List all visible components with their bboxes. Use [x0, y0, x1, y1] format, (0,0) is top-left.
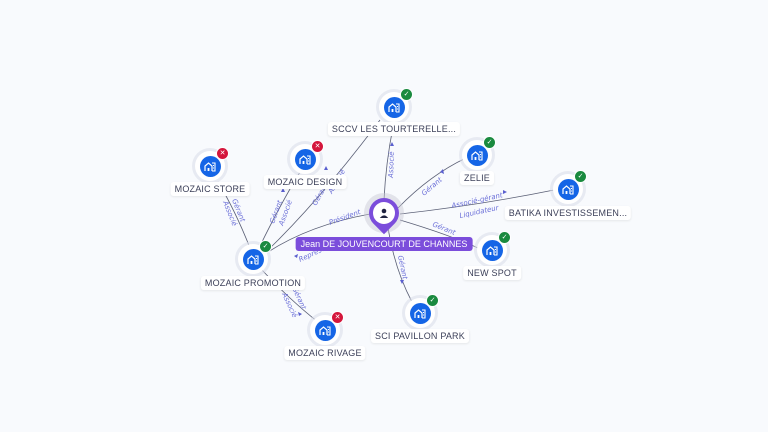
- company-label-sccv[interactable]: SCCV LES TOURTERELLE...: [327, 122, 461, 136]
- company-node-zelie[interactable]: ✓: [462, 136, 496, 170]
- check-icon: ✓: [574, 170, 587, 183]
- check-icon: ✓: [498, 231, 511, 244]
- company-node-design[interactable]: ✕: [290, 140, 324, 174]
- check-icon: ✓: [483, 136, 496, 149]
- edge-label-promotion-1: Président: [328, 208, 362, 227]
- arrow-sccv: [390, 142, 394, 146]
- person-icon: [373, 202, 395, 224]
- edge-label-pavillon-1: Gérant: [396, 255, 409, 280]
- cross-icon: ✕: [311, 140, 324, 153]
- company-label-pavillon[interactable]: SCI PAVILLON PARK: [371, 329, 469, 343]
- company-label-batika[interactable]: BATIKA INVESTISSEMEN...: [504, 206, 632, 220]
- check-icon: ✓: [426, 294, 439, 307]
- company-node-batika[interactable]: ✓: [553, 170, 587, 204]
- company-label-rivage[interactable]: MOZAIC RIVAGE: [284, 346, 366, 360]
- check-icon: ✓: [259, 240, 272, 253]
- cross-icon: ✕: [331, 311, 344, 324]
- arrow-promotion: [294, 254, 298, 258]
- building-icon: [383, 96, 405, 118]
- arrow-pavillon: [400, 280, 404, 284]
- check-icon: ✓: [400, 88, 413, 101]
- edge-center-batika: [399, 189, 555, 215]
- company-node-pavillon[interactable]: ✓: [405, 294, 439, 328]
- edge-center-pavillon: [387, 227, 413, 303]
- center-person-label[interactable]: Jean DE JOUVENCOURT DE CHANNES: [295, 237, 473, 251]
- building-icon: [294, 148, 316, 170]
- edge-center-zelie: [397, 157, 467, 209]
- arrow-zelie: [440, 169, 444, 174]
- company-node-store[interactable]: ✕: [195, 147, 229, 181]
- arrow-design: [281, 188, 285, 192]
- arrow-sccv2: [324, 166, 328, 170]
- company-label-store[interactable]: MOZAIC STORE: [170, 182, 250, 196]
- building-icon: [481, 239, 503, 261]
- edge-promotion-sccv: [265, 119, 381, 253]
- company-label-promotion[interactable]: MOZAIC PROMOTION: [200, 276, 306, 290]
- edge-label-zelie-1: Gérant: [420, 176, 444, 198]
- edge-promotion-rivage: [261, 269, 319, 323]
- building-icon: [242, 248, 264, 270]
- building-icon: [199, 155, 221, 177]
- building-icon: [466, 144, 488, 166]
- company-node-promotion[interactable]: ✓: [238, 240, 272, 274]
- building-icon: [557, 178, 579, 200]
- company-label-zelie[interactable]: ZELIE: [459, 171, 495, 185]
- company-node-sccv[interactable]: ✓: [379, 88, 413, 122]
- cross-icon: ✕: [216, 147, 229, 160]
- arrow-rivage: [298, 312, 302, 316]
- building-icon: [409, 302, 431, 324]
- edge-label-sccv-1: Associé: [387, 151, 396, 179]
- company-node-newspot[interactable]: ✓: [477, 231, 511, 265]
- company-label-newspot[interactable]: NEW SPOT: [463, 266, 521, 280]
- building-icon: [314, 319, 336, 341]
- company-label-design[interactable]: MOZAIC DESIGN: [263, 175, 347, 189]
- arrow-batika: [503, 190, 507, 194]
- company-node-rivage[interactable]: ✕: [310, 311, 344, 345]
- edge-center-promotion: [267, 213, 371, 253]
